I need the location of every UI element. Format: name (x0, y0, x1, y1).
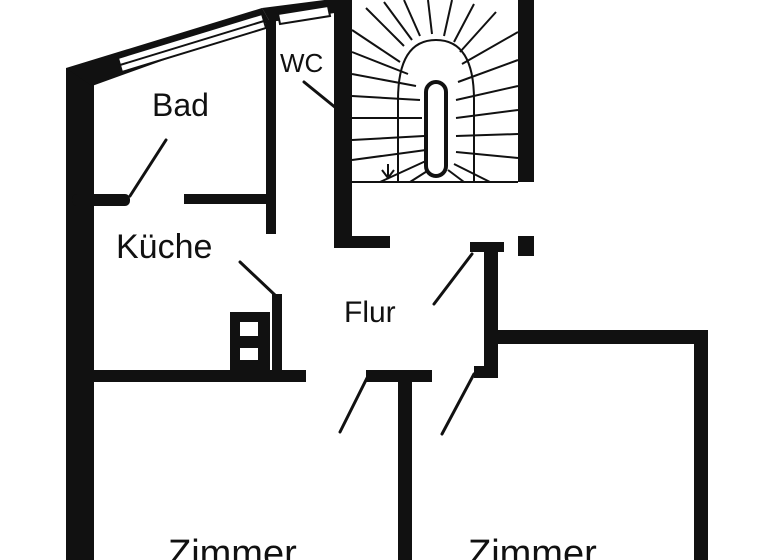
stair-left-wall (334, 0, 352, 246)
interior-walls (72, 20, 498, 560)
right-room-top-wall (484, 330, 708, 344)
kitchen-bottom-wall (92, 370, 306, 382)
bath-kitchen-wall-right (184, 194, 270, 204)
stair-bottom-wall (334, 236, 390, 248)
stair-right-wall (518, 0, 534, 182)
room-label-zimmer-right: Zimmer (468, 533, 597, 560)
flur-right-wall (484, 250, 498, 372)
flur-right-top-wall (470, 242, 504, 252)
kitchen-right-wall (272, 294, 282, 378)
room-label-kueche: Küche (116, 228, 212, 266)
room-label-bad: Bad (152, 87, 209, 123)
staircase (351, 0, 519, 183)
wc-door-swing (302, 80, 338, 110)
room-label-wc: WC (280, 48, 323, 78)
flur-bottom-wall (366, 370, 432, 382)
room-label-flur: Flur (344, 296, 396, 329)
wc-window (276, 4, 332, 26)
bath-door-swing (128, 138, 168, 198)
window (116, 12, 268, 74)
bath-wc-wall (266, 20, 276, 234)
flur-door-swing (432, 252, 474, 306)
flur-bottom-right-wall (474, 366, 498, 378)
kitchen-stove (230, 312, 270, 372)
left-outer-wall (66, 68, 94, 560)
room-label-zimmer-left: Zimmer (168, 533, 297, 560)
door-swings (128, 80, 476, 436)
right-room-door-swing (440, 372, 476, 436)
flur-right-stub (518, 236, 534, 256)
left-room-door-swing (338, 374, 370, 434)
right-outer-wall (694, 330, 708, 560)
zimmer-partition (398, 378, 412, 560)
bath-kitchen-wall-left (72, 194, 130, 206)
kitchen-door-swing (238, 260, 278, 298)
